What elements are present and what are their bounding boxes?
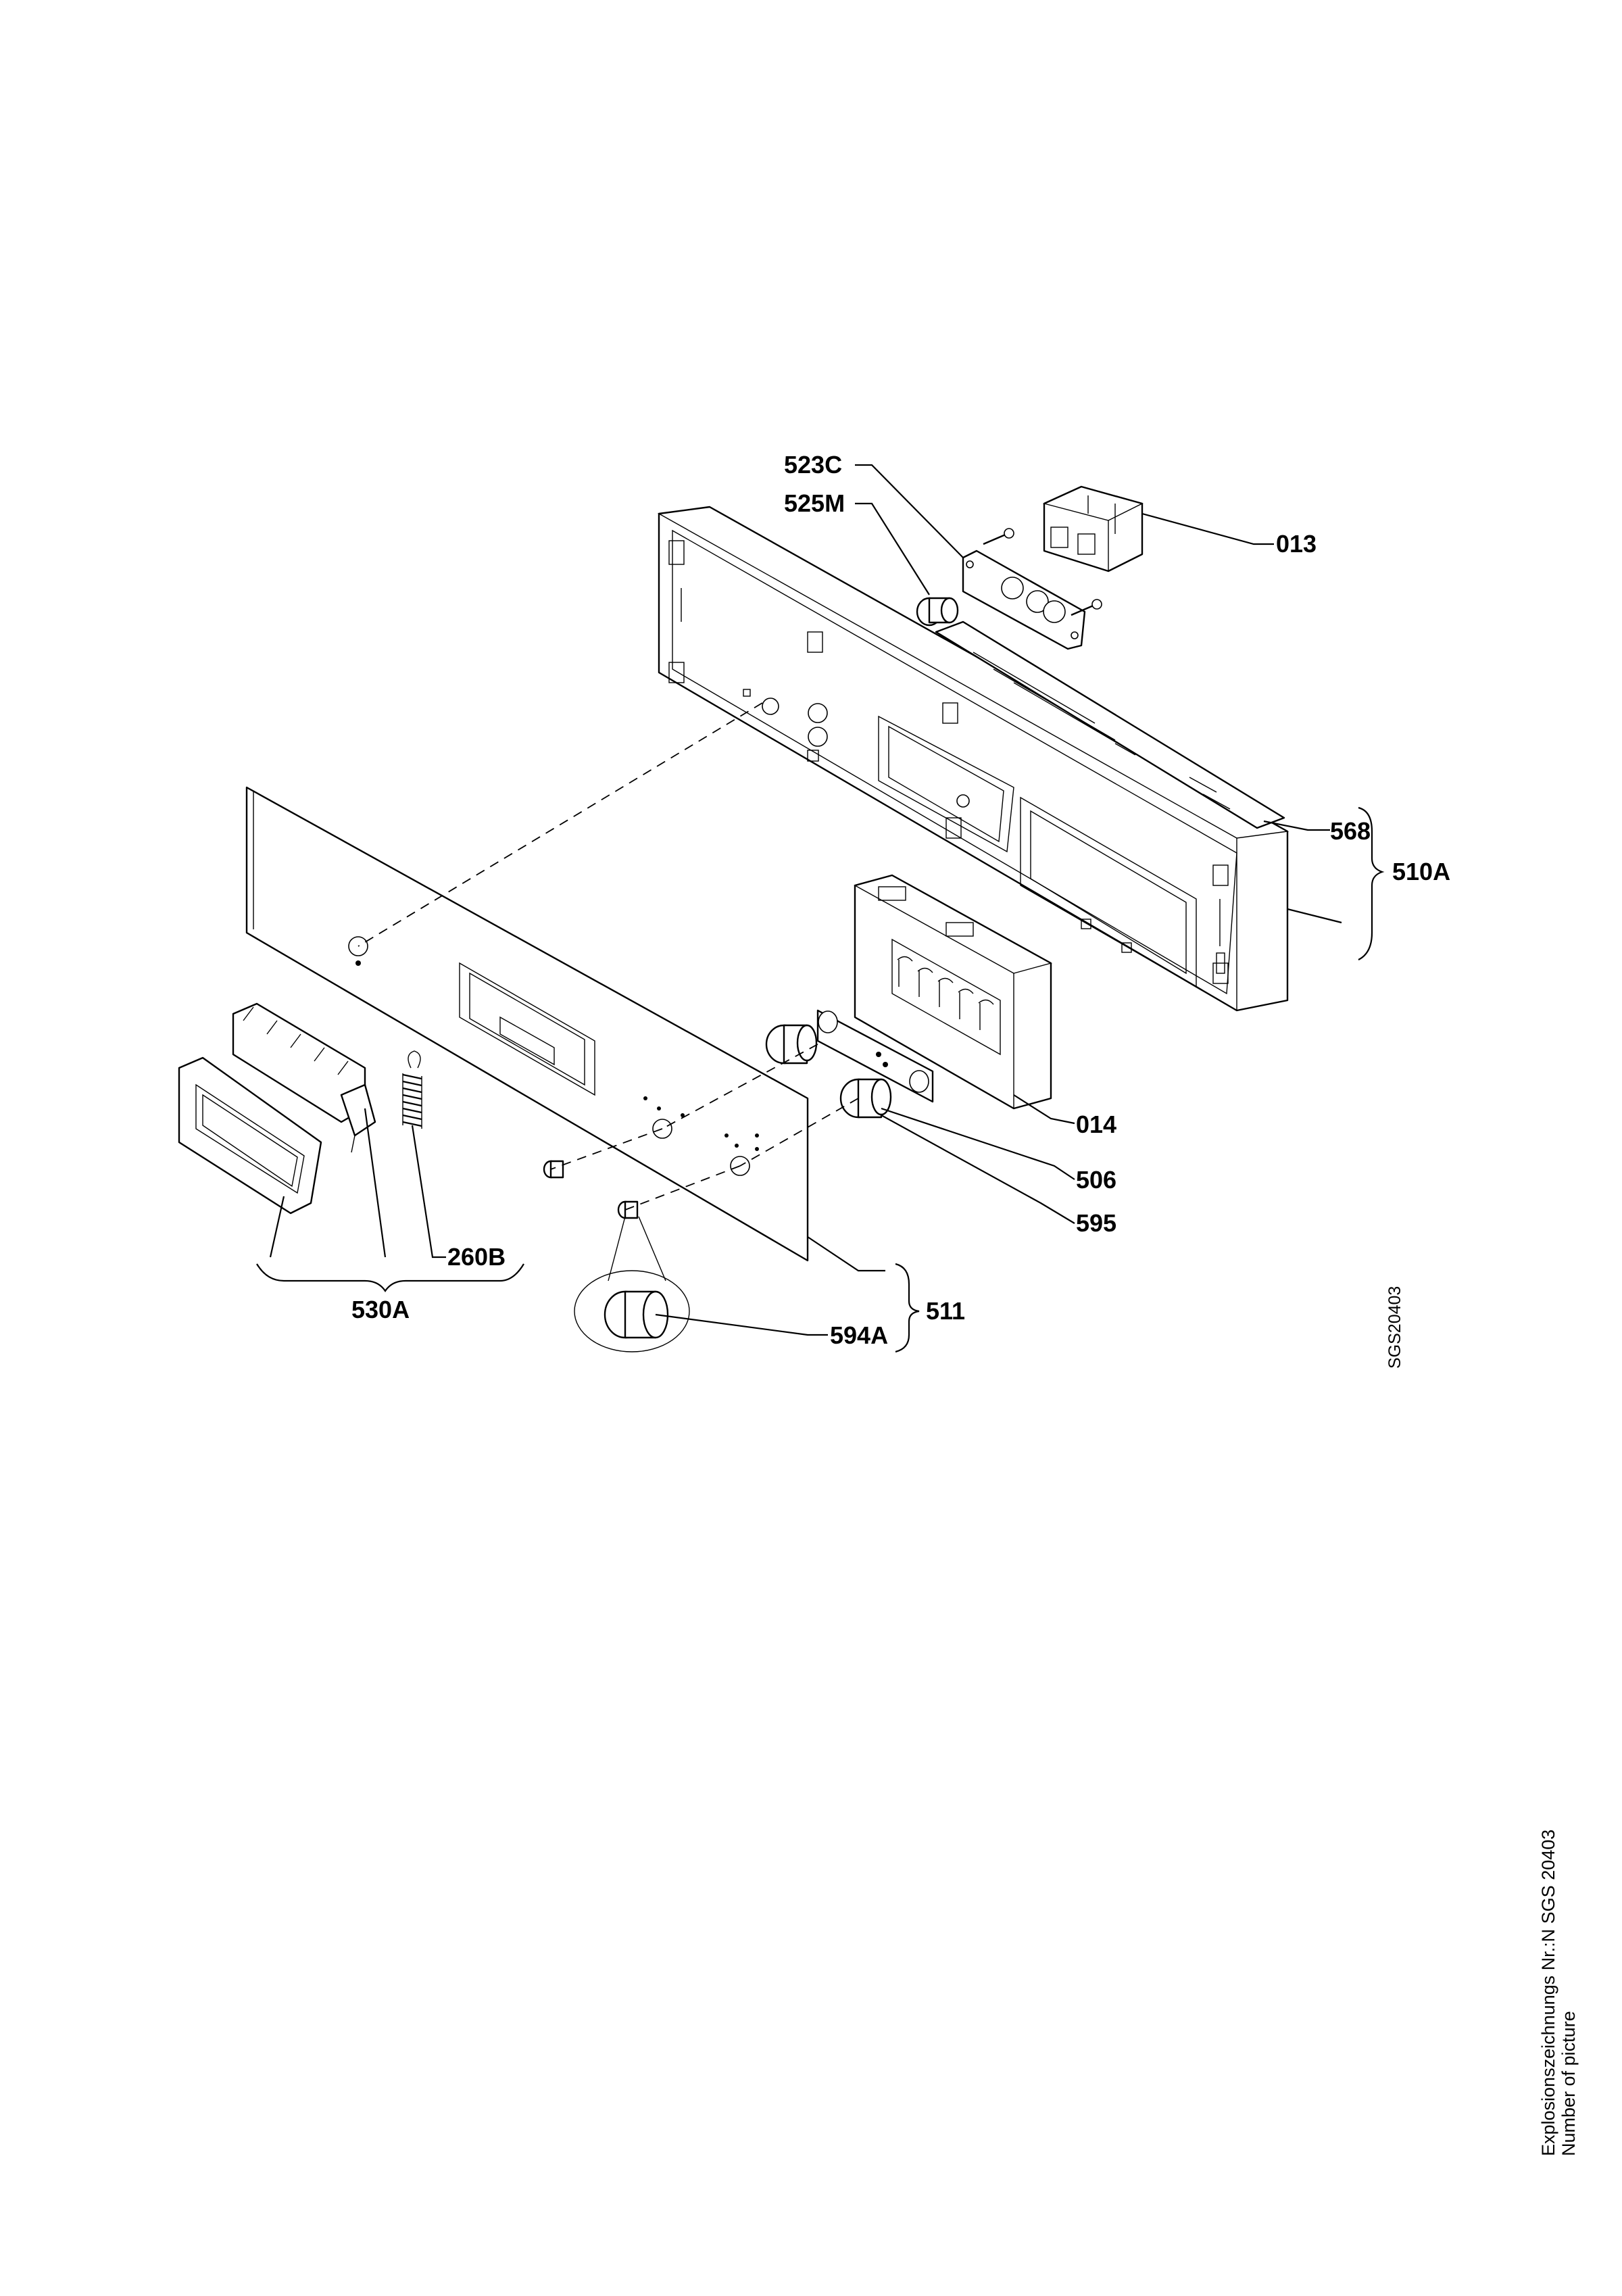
footer-line-2: Number of picture: [1558, 2011, 1579, 2156]
group-bracket-530a: [256, 1263, 524, 1292]
label-260b: 260B: [447, 1243, 506, 1271]
label-506: 506: [1076, 1166, 1116, 1194]
footer: Explosionszeichnungs Nr.:N SGS 20403 Num…: [1538, 1830, 1579, 2156]
footer-line-1: Explosionszeichnungs Nr.:N SGS 20403: [1538, 1830, 1558, 2156]
assembly-guides: [358, 702, 859, 1211]
control-panel-housing: [657, 506, 1289, 1012]
main-switch-013: [1042, 485, 1144, 572]
group-bracket-510a: [1358, 806, 1385, 960]
push-button-595-lower: [839, 1078, 892, 1119]
label-523c: 523C: [784, 451, 842, 479]
label-511: 511: [926, 1297, 965, 1325]
button-holder: [816, 1009, 934, 1103]
front-fascia-panel: [245, 786, 809, 1262]
part-labels: 523C 525M 013 568 510A 014 506 595 260B …: [351, 451, 1450, 1349]
programme-label-strip: [935, 620, 1285, 829]
drawing-code: SGS20403: [1385, 1286, 1404, 1369]
leader-lines: [269, 464, 1342, 1336]
push-button-525m: [916, 597, 959, 627]
lens-detail-594a: [574, 1216, 690, 1352]
small-lens: [543, 1160, 639, 1219]
push-button-595-upper: [765, 1024, 818, 1065]
label-595: 595: [1076, 1209, 1116, 1237]
screws: [983, 528, 1102, 616]
label-014: 014: [1076, 1110, 1116, 1138]
handle-frame: [178, 1056, 322, 1215]
switch-bracket: [962, 549, 1086, 650]
handle-spring: [402, 1050, 422, 1129]
label-530a: 530A: [351, 1296, 410, 1323]
label-594a: 594A: [830, 1321, 888, 1349]
label-568: 568: [1330, 817, 1371, 845]
electronic-module: [854, 874, 1052, 1110]
label-525m: 525M: [784, 489, 845, 517]
label-510a: 510A: [1392, 858, 1450, 885]
group-bracket-511: [895, 1263, 920, 1353]
label-013: 013: [1276, 530, 1317, 558]
